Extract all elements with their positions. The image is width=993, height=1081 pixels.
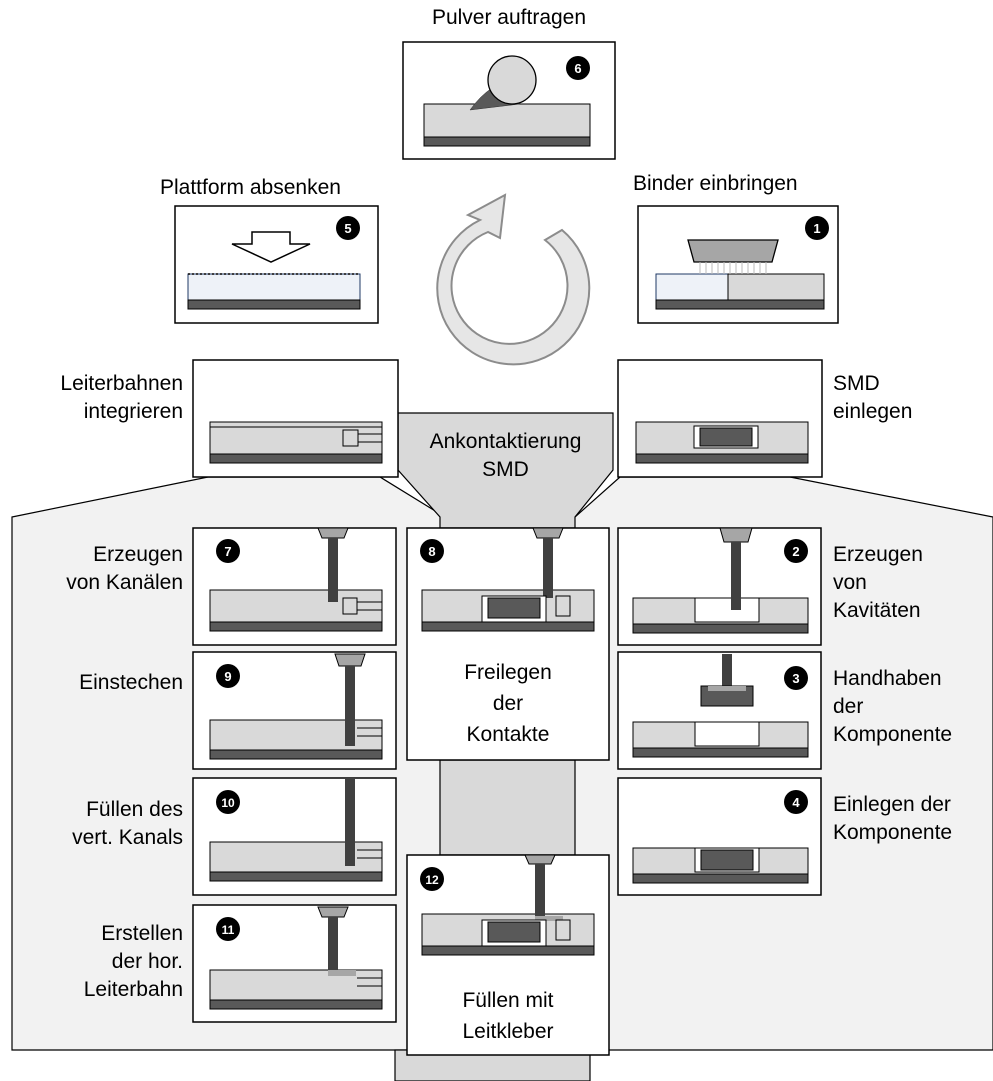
step-3-box bbox=[617, 651, 822, 770]
label-step-3: Handhaben der Komponente bbox=[833, 667, 953, 746]
step-6-box bbox=[402, 41, 616, 160]
label-step-11: Erstellen der hor. Leiterbahn bbox=[83, 922, 183, 1001]
smd-box bbox=[617, 359, 823, 478]
label-smd: SMD einlegen bbox=[833, 372, 913, 423]
step-7-box bbox=[192, 527, 397, 646]
badge-10: 10 bbox=[221, 796, 235, 810]
label-step-4: Einlegen der Komponente bbox=[833, 793, 953, 844]
step-11-box bbox=[192, 904, 397, 1023]
step-10-box bbox=[192, 777, 397, 896]
label-pulver: Pulver auftragen bbox=[431, 6, 587, 29]
badge-3: 3 bbox=[792, 671, 799, 686]
badge-4: 4 bbox=[792, 795, 800, 810]
leiterbahnen-box bbox=[192, 359, 399, 478]
step-8-box bbox=[406, 527, 610, 761]
step-12-box bbox=[406, 854, 610, 1056]
badge-2: 2 bbox=[792, 544, 799, 559]
label-ankontaktierung: Ankontaktierung SMD bbox=[429, 430, 582, 481]
step-2-box bbox=[617, 527, 822, 646]
badge-8: 8 bbox=[428, 544, 435, 559]
badge-6: 6 bbox=[574, 61, 581, 76]
cycle-arrow-icon bbox=[436, 193, 591, 366]
badge-12: 12 bbox=[425, 873, 439, 887]
label-leiterbahnen: Leiterbahnen integrieren bbox=[60, 372, 183, 423]
down-arrow-icon bbox=[231, 231, 311, 263]
label-step-12: Füllen mit Leitkleber bbox=[462, 989, 554, 1043]
label-step-9: Einstechen bbox=[79, 671, 183, 694]
badge-9: 9 bbox=[224, 669, 231, 684]
badge-11: 11 bbox=[222, 923, 235, 937]
step-9-box bbox=[192, 651, 397, 770]
step-1-box bbox=[637, 205, 839, 324]
badge-1: 1 bbox=[813, 221, 820, 236]
label-binder: Binder einbringen bbox=[633, 172, 798, 195]
label-step-7: Erzeugen von Kanälen bbox=[66, 543, 183, 594]
label-step-10: Füllen des vert. Kanals bbox=[72, 798, 183, 849]
step-5-box bbox=[174, 205, 379, 324]
label-step-2: Erzeugen von Kavitäten bbox=[833, 543, 923, 622]
badge-7: 7 bbox=[224, 544, 231, 559]
label-plattform: Plattform absenken bbox=[160, 176, 341, 199]
badge-5: 5 bbox=[344, 221, 351, 236]
label-step-8: Freilegen der Kontakte bbox=[464, 661, 552, 746]
center-column bbox=[439, 759, 576, 856]
step-4-box bbox=[617, 777, 822, 896]
step-6-badge bbox=[566, 56, 590, 80]
